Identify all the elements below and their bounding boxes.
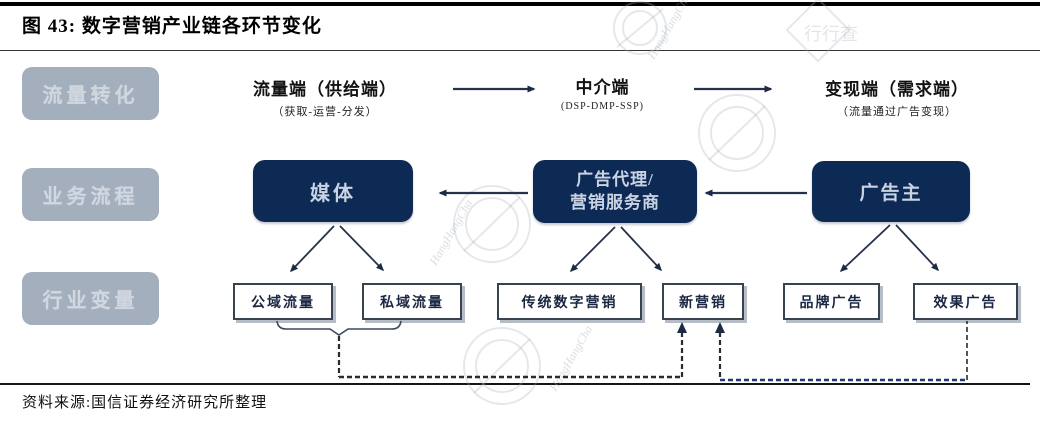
node-advertiser: 广告主 [812, 161, 970, 222]
stage-subtitle: （流量通过广告变现） [837, 106, 957, 118]
node-label: 效果广告 [933, 295, 998, 311]
node-traditional-digital-marketing: 传统数字营销 [497, 283, 642, 320]
node-label: 广告主 [859, 183, 923, 204]
row-label-traffic-conversion: 流量转化 [22, 67, 159, 120]
node-ad-agency-marketing-service: 广告代理/ 营销服务商 [533, 160, 697, 223]
node-label: 媒体 [310, 182, 356, 205]
source-note: 资料来源:国信证券经济研究所整理 [22, 395, 268, 411]
stage-title: 变现端（需求端） [825, 80, 969, 99]
node-new-marketing: 新营销 [662, 283, 744, 320]
node-label: 公域流量 [251, 295, 315, 311]
stage-title: 流量端（供给端） [253, 80, 397, 99]
node-media: 媒体 [253, 160, 413, 222]
node-label: 私域流量 [380, 295, 444, 311]
top-rule [0, 2, 1040, 6]
watermark-latin-text: HangHangCha [644, 0, 693, 62]
node-label-line1: 广告代理/ [576, 170, 654, 190]
node-label: 传统数字营销 [521, 295, 618, 311]
stage-monetization-demand: 变现端（需求端） （流量通过广告变现） [797, 75, 997, 119]
node-private-domain-traffic: 私域流量 [362, 283, 462, 320]
watermark-brand-text: 行行查 [804, 24, 858, 44]
title-rule [0, 50, 1040, 51]
stage-title: 中介端 [575, 78, 630, 97]
row-label-business-process: 业务流程 [22, 168, 159, 221]
watermark-latin-text: HangHangCha [546, 323, 595, 394]
row-label-industry-variables: 行业变量 [22, 272, 159, 325]
node-label: 品牌广告 [799, 295, 864, 311]
node-public-domain-traffic: 公域流量 [233, 283, 333, 320]
node-brand-advertising: 品牌广告 [783, 283, 880, 320]
footer-rule [0, 383, 1030, 385]
watermark-rings [453, 0, 851, 405]
stage-intermediary: 中介端 (DSP-DMP-SSP) [545, 73, 660, 112]
node-performance-advertising: 效果广告 [913, 283, 1018, 320]
node-label: 新营销 [679, 295, 727, 311]
node-label-line2: 营销服务商 [570, 192, 660, 212]
stage-subtitle: (DSP-DMP-SSP) [560, 101, 645, 112]
stage-subtitle: （获取-运营-分发） [272, 106, 378, 118]
stage-traffic-supply: 流量端（供给端） （获取-运营-分发） [225, 75, 425, 119]
figure-title: 图 43: 数字营销产业链各环节变化 [22, 16, 322, 37]
